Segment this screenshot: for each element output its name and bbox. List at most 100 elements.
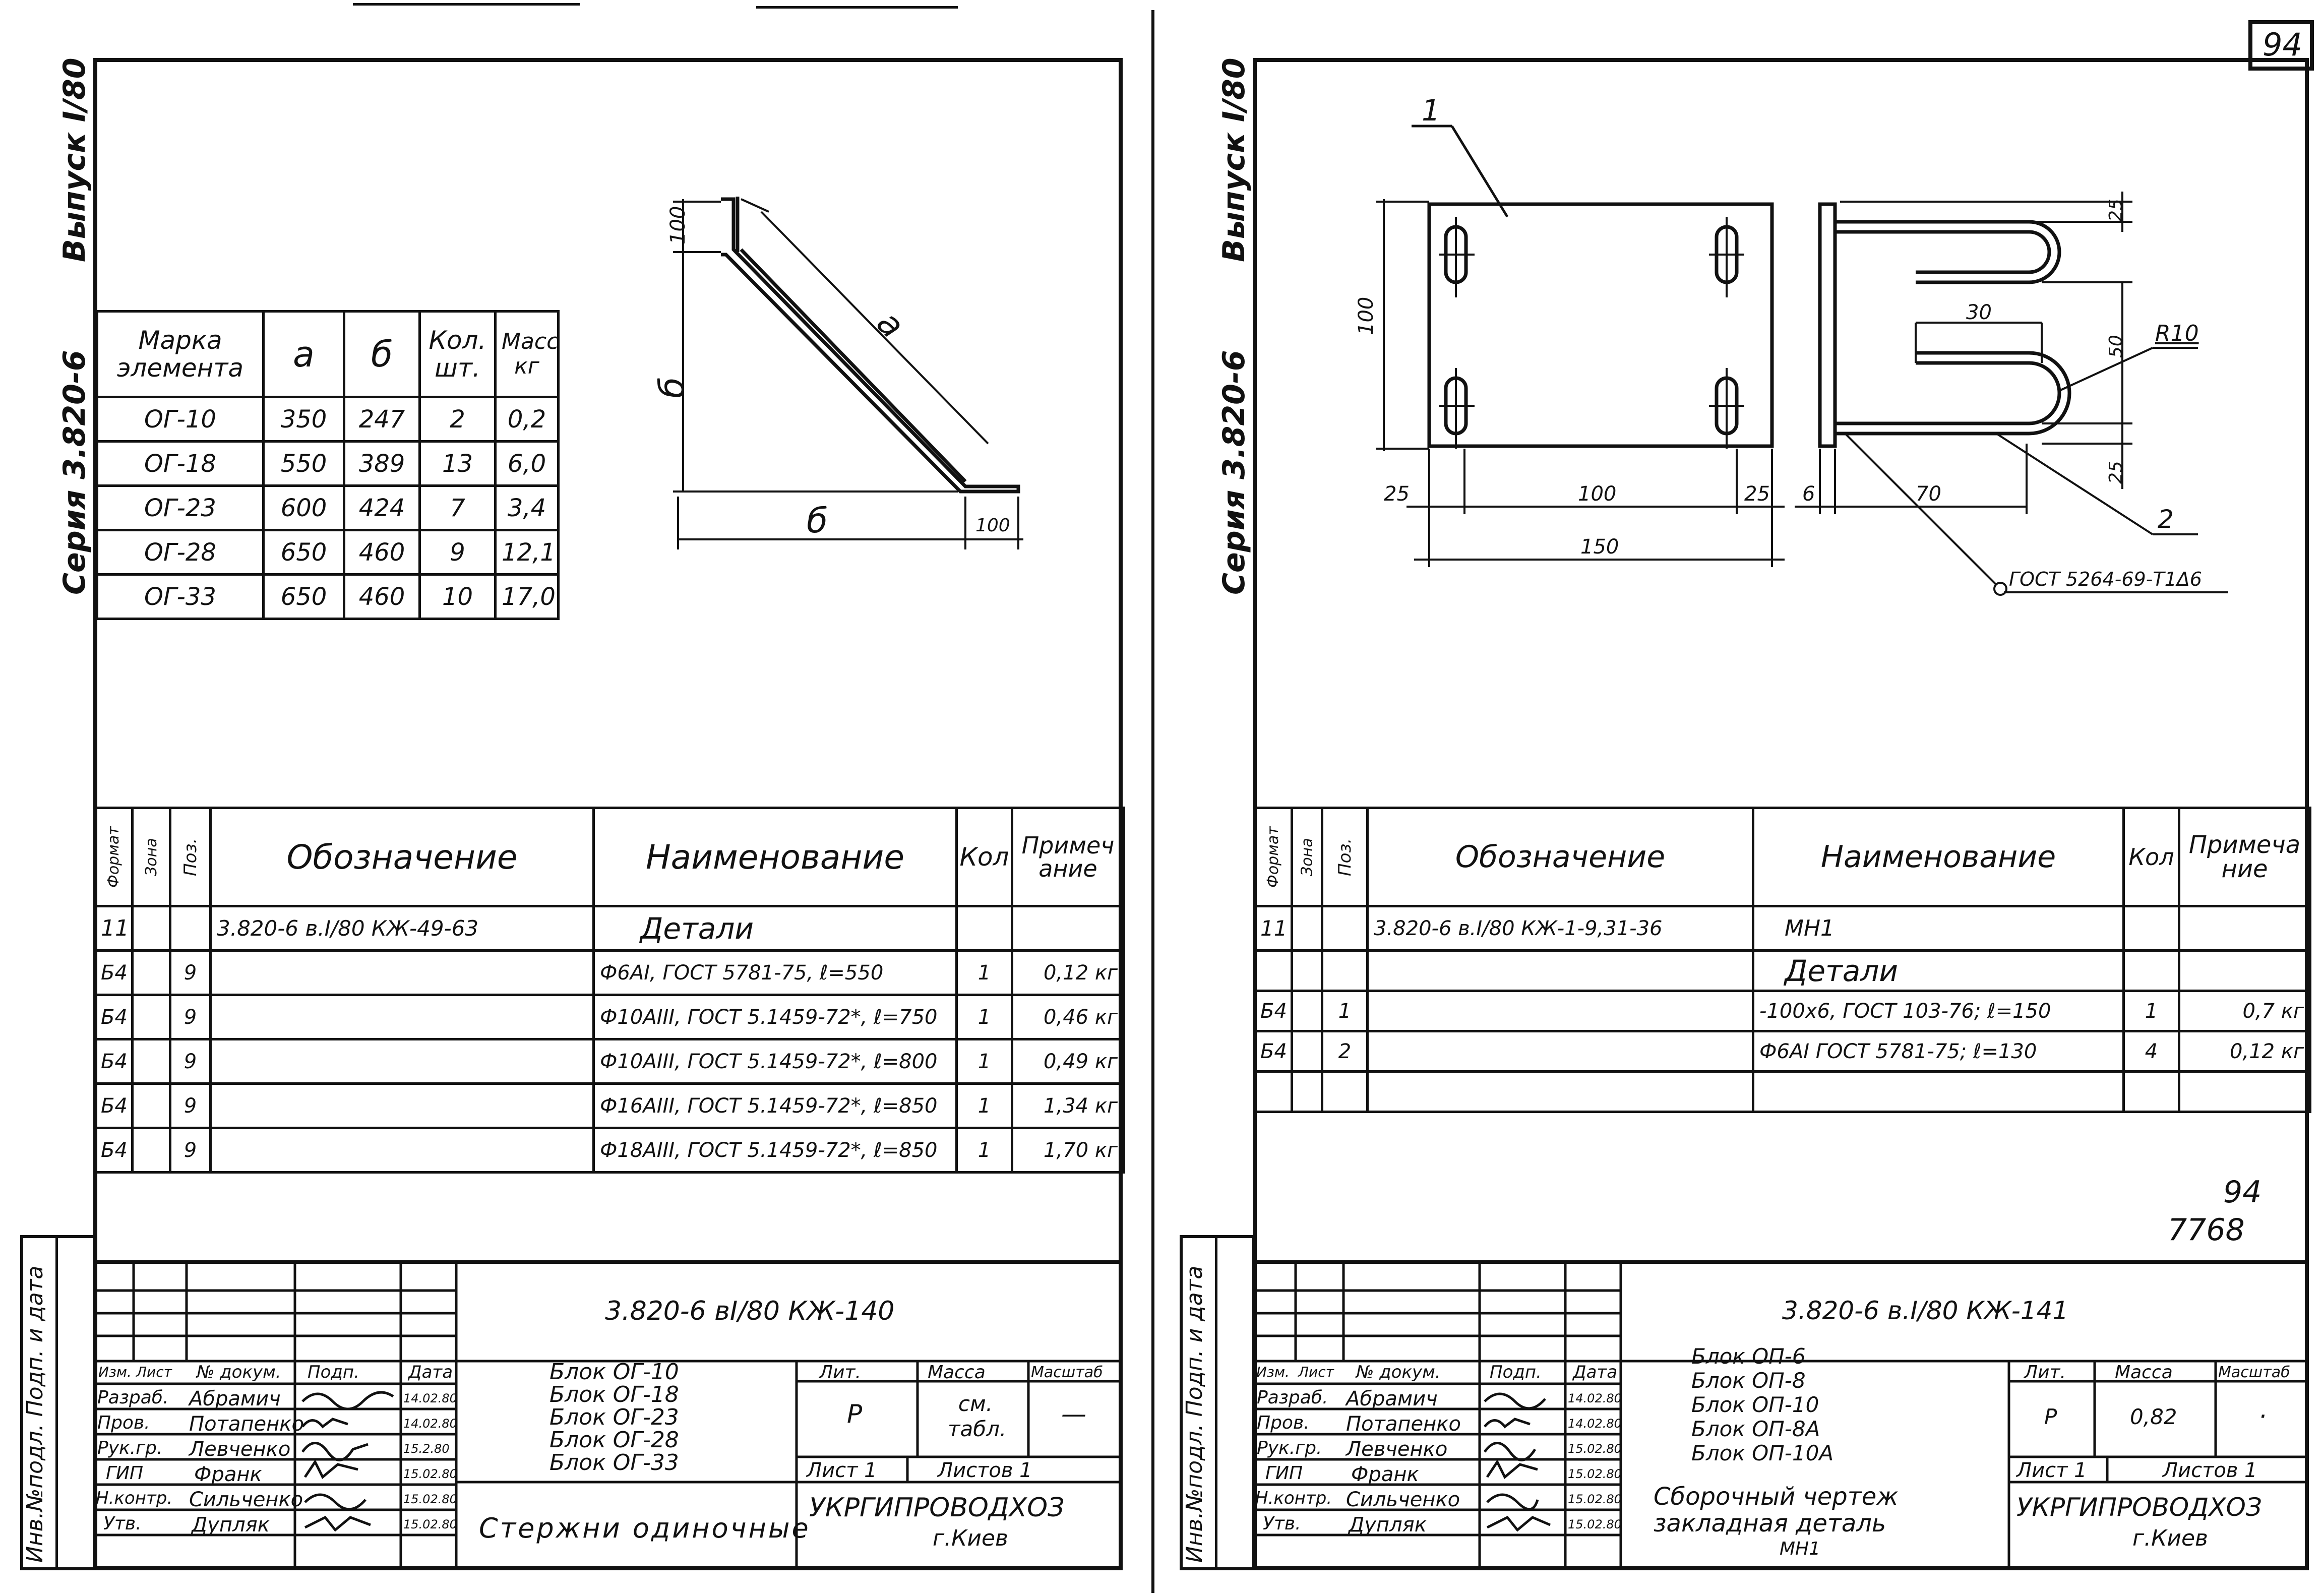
mark-header-2: б xyxy=(343,310,421,398)
right-side-strip-divider xyxy=(1215,1235,1217,1570)
mark-row-0-3: 2 xyxy=(418,396,497,443)
spec-r3-note: 0,49 кг xyxy=(1011,1038,1125,1085)
right-tb-role-0: Разраб. xyxy=(1257,1387,1328,1408)
spec-h-note: Примечание xyxy=(1011,807,1125,907)
rspec-r4-note xyxy=(2178,1070,2311,1113)
spec-r0-name: Детали xyxy=(592,905,958,952)
right-tb-block-2: Блок ОП-10 xyxy=(1691,1392,1819,1417)
spec-h-qty: Кол xyxy=(955,807,1013,907)
left-tb-block-4: Блок ОГ-33 xyxy=(549,1450,679,1476)
spec-r3-qty: 1 xyxy=(955,1038,1013,1085)
rspec-r2-note: 0,7 кг xyxy=(2178,990,2311,1032)
right-pos-1: 1 xyxy=(1422,93,1440,128)
rspec-r1-pos xyxy=(1321,949,1369,992)
left-tb-scale: — xyxy=(1061,1399,1086,1429)
rspec-r2-designation xyxy=(1366,990,1754,1032)
bar-outline xyxy=(721,197,1020,494)
right-tb-role-4: Н.контр. xyxy=(1255,1488,1332,1508)
left-tb-role-5: Утв. xyxy=(103,1513,142,1534)
mark-row-3-2: 460 xyxy=(343,529,421,576)
mark-row-2-1: 600 xyxy=(262,484,345,531)
right-tb-block-3: Блок ОП-8А xyxy=(1691,1417,1820,1441)
spec-r3-designation xyxy=(209,1038,595,1085)
spec-r2-note: 0,46 кг xyxy=(1011,994,1125,1040)
rspec-r2-name: -100х6, ГОСТ 103-76; ℓ=150 xyxy=(1752,990,2125,1032)
rspec-r0-qty xyxy=(2122,905,2180,952)
right-tb-title-1: закладная деталь xyxy=(1654,1509,1886,1538)
left-tb-colhead-0: Изм. xyxy=(98,1364,132,1380)
mark-row-1-2: 389 xyxy=(343,440,421,487)
right-tb-name-1: Потапенко xyxy=(1346,1413,1461,1436)
mark-row-3-1: 650 xyxy=(262,529,345,576)
rspec-r4-qty xyxy=(2122,1070,2180,1113)
left-tb-city: г.Киев xyxy=(933,1525,1008,1551)
right-tb-date-1: 14.02.80 xyxy=(1568,1417,1622,1431)
top-line-mid xyxy=(756,6,958,9)
left-tb-name-3: Франк xyxy=(194,1463,262,1486)
right-tb-name-0: Абрамич xyxy=(1346,1387,1438,1410)
left-tb-name-2: Левченко xyxy=(189,1438,291,1461)
right-tb-date-3: 15.02.80 xyxy=(1568,1467,1622,1481)
mark-row-0-0: ОГ-10 xyxy=(96,396,265,443)
spec-r3-format: Б4 xyxy=(93,1038,134,1085)
right-tb-scale: · xyxy=(2258,1402,2267,1431)
spec-r4-note: 1,34 кг xyxy=(1011,1082,1125,1129)
spec-r3-zone xyxy=(131,1038,171,1085)
left-tb-lit-head: Лит. xyxy=(819,1362,861,1383)
right-frame-top-line xyxy=(1253,58,2309,62)
left-tb-org: УКРГИПРОВОДХОЗ xyxy=(809,1493,1065,1523)
rspec-r4-format xyxy=(1253,1070,1293,1113)
left-tb-name-0: Абрамич xyxy=(189,1387,281,1410)
left-tb-mass: см. табл. xyxy=(948,1391,1007,1442)
spec-r4-qty: 1 xyxy=(955,1082,1013,1129)
left-tb-name-4: Сильченко xyxy=(189,1488,303,1511)
rspec-r2-zone xyxy=(1291,990,1323,1032)
right-tb-block-1: Блок ОП-8 xyxy=(1691,1368,1806,1393)
right-dim-70: 70 xyxy=(1916,482,1941,506)
spec-r1-pos: 9 xyxy=(169,949,212,996)
left-tb-date-3: 15.02.80 xyxy=(403,1467,457,1481)
left-tb-block-1: Блок ОГ-18 xyxy=(549,1382,679,1407)
left-tb-sheets: Листов 1 xyxy=(938,1459,1032,1482)
right-tb-scale-head: Масштаб xyxy=(2218,1364,2290,1381)
right-tb-title-2: МН1 xyxy=(1780,1539,1821,1559)
right-tb-date-0: 14.02.80 xyxy=(1568,1391,1622,1405)
spec-r4-name: Ф16АIII, ГОСТ 5.1459-72*, ℓ=850 xyxy=(592,1082,958,1129)
left-tb-role-1: Пров. xyxy=(97,1413,150,1433)
left-tb-name-5: Дупляк xyxy=(192,1513,270,1537)
rspec-r4-name xyxy=(1752,1070,2125,1113)
spec-r2-designation xyxy=(209,994,595,1040)
rspec-r3-zone xyxy=(1291,1030,1323,1073)
right-tb-mass-head: Масса xyxy=(2115,1362,2173,1383)
left-tb-date-5: 15.02.80 xyxy=(403,1517,457,1531)
right-dim-100-h: 100 xyxy=(1578,482,1617,506)
rspec-r4-pos xyxy=(1321,1070,1369,1113)
spec-r0-zone xyxy=(131,905,171,952)
rspec-r3-designation xyxy=(1366,1030,1754,1073)
rspec-r1-note xyxy=(2178,949,2311,992)
left-tb-block-0: Блок ОГ-10 xyxy=(549,1359,679,1385)
left-tb-scale-head: Масштаб xyxy=(1031,1364,1103,1381)
mark-row-2-3: 7 xyxy=(418,484,497,531)
right-dim-30: 30 xyxy=(1966,301,1992,324)
spec-r5-format: Б4 xyxy=(93,1127,134,1174)
right-title-block xyxy=(1253,1260,2309,1570)
right-stamp-a: 94 xyxy=(2223,1175,2262,1210)
left-tb-colhead-1: Лист xyxy=(136,1364,172,1380)
left-tb-lit: Р xyxy=(847,1399,863,1429)
right-tb-name-2: Левченко xyxy=(1346,1438,1448,1461)
left-tb-role-2: Рук.гр. xyxy=(97,1438,163,1458)
left-title-block xyxy=(93,1260,1123,1570)
right-tb-block-4: Блок ОП-10А xyxy=(1691,1441,1834,1465)
mark-row-4-1: 650 xyxy=(262,573,345,620)
rspec-r3-qty: 4 xyxy=(2122,1030,2180,1073)
right-tb-colhead-2: № докум. xyxy=(1356,1362,1441,1382)
mark-row-1-3: 13 xyxy=(418,440,497,487)
anchor-rod-bottom xyxy=(1835,361,2061,425)
spec-r1-note: 0,12 кг xyxy=(1011,949,1125,996)
left-dim-end: 100 xyxy=(975,515,1010,536)
rspec-r0-zone xyxy=(1291,905,1323,952)
left-tb-colhead-3: Подп. xyxy=(308,1362,359,1382)
rspec-r2-qty: 1 xyxy=(2122,990,2180,1032)
